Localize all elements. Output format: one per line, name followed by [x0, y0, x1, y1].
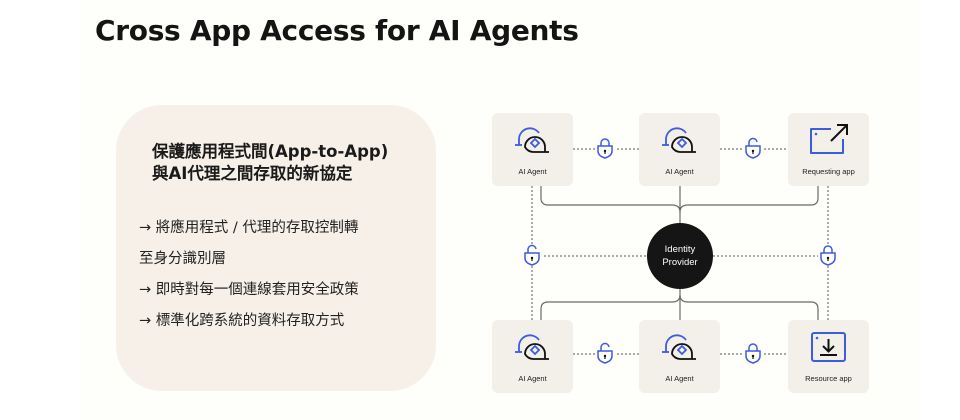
lock-closed-icon [595, 137, 615, 159]
lock-open-icon [743, 137, 763, 159]
resource-app-icon [811, 332, 846, 362]
info-card-heading: 保護應用程式間(App-to-App) 與AI代理之間存取的新協定 [152, 141, 422, 185]
idp-label-line-2: Provider [662, 257, 698, 268]
bottom-node-ai-agent-1[interactable]: AI Agent [492, 320, 573, 393]
info-card: 保護應用程式間(App-to-App) 與AI代理之間存取的新協定 → 將應用程… [116, 105, 436, 391]
ai-agent-icon [515, 334, 549, 360]
bullet-item: → 即時對每一個連線套用安全政策 [139, 282, 359, 298]
identity-provider-node[interactable]: Identity Provider [647, 223, 713, 289]
top-node-ai-agent-2[interactable]: AI Agent [639, 113, 720, 186]
node-label: Requesting app [802, 167, 855, 176]
bullet-item: 至身分識別層 [139, 251, 226, 267]
node-label: AI Agent [518, 167, 547, 176]
requesting-app-icon [810, 124, 848, 154]
slide-canvas: Cross App Access for AI Agents 保護應用程式間(A… [80, 0, 920, 420]
access-diagram: AI Agent AI Agent Requesting app Identit… [80, 0, 920, 420]
bullet-item: → 將應用程式 / 代理的存取控制轉 [139, 220, 359, 236]
bullet-list: → 將應用程式 / 代理的存取控制轉 至身分識別層 → 即時對每一個連線套用安全… [139, 213, 419, 337]
idp-label-line-1: Identity [664, 244, 696, 255]
lock-open-icon [595, 342, 615, 364]
heading-line-1: 保護應用程式間(App-to-App) [152, 142, 389, 161]
top-node-requesting-app[interactable]: Requesting app [788, 113, 869, 186]
node-label: AI Agent [665, 374, 694, 383]
bottom-node-ai-agent-2[interactable]: AI Agent [639, 320, 720, 393]
ai-agent-icon [662, 334, 696, 360]
top-node-ai-agent-1[interactable]: AI Agent [492, 113, 573, 186]
node-label: AI Agent [665, 167, 694, 176]
node-label: Resource app [805, 374, 852, 383]
page-title: Cross App Access for AI Agents [95, 14, 579, 47]
lock-closed-icon [743, 342, 763, 364]
lock-closed-icon [818, 244, 838, 266]
bullet-item: → 標準化跨系統的資料存取方式 [139, 313, 345, 329]
bottom-node-resource-app[interactable]: Resource app [788, 320, 869, 393]
node-label: AI Agent [518, 374, 547, 383]
ai-agent-icon [662, 127, 696, 153]
heading-line-2: 與AI代理之間存取的新協定 [152, 164, 353, 183]
ai-agent-icon [515, 127, 549, 153]
lock-open-icon [522, 244, 542, 266]
